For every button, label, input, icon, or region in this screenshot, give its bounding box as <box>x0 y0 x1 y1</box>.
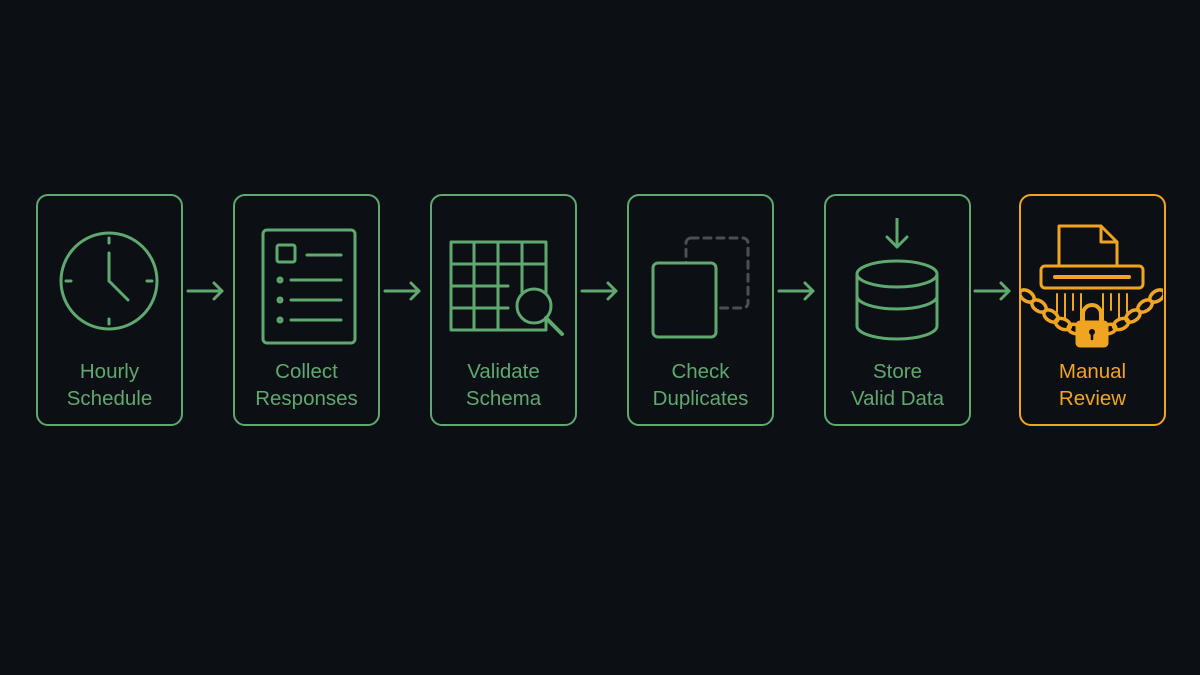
step-label-line2: Responses <box>255 387 358 410</box>
step-label-line1: Manual <box>1058 360 1127 383</box>
arrow-right-icon <box>381 279 425 303</box>
step-label: Collect Responses <box>235 358 378 412</box>
step-label: Hourly Schedule <box>38 358 181 412</box>
step-label-line2: Schedule <box>66 387 153 410</box>
step-check-duplicates: Check Duplicates <box>627 194 774 426</box>
step-label-line1: Check <box>671 360 730 383</box>
step-label: Validate Schema <box>432 358 575 412</box>
arrow-right-icon <box>775 279 819 303</box>
step-validate-schema: Validate Schema <box>430 194 577 426</box>
step-label-line1: Collect <box>275 360 338 383</box>
step-manual-review: Manual Review <box>1019 194 1166 426</box>
step-label-line1: Hourly <box>79 360 140 383</box>
arrow-right-icon <box>971 279 1015 303</box>
form-list-icon <box>235 218 377 348</box>
step-label: Check Duplicates <box>629 358 772 412</box>
step-label-line2: Schema <box>465 387 542 410</box>
step-store-valid-data: Store Valid Data <box>824 194 971 426</box>
arrow-right-icon <box>184 279 228 303</box>
database-download-icon <box>826 218 968 348</box>
step-label-line1: Validate <box>467 360 540 383</box>
arrow-right-icon <box>578 279 622 303</box>
duplicate-pages-icon <box>629 218 771 348</box>
step-label-line2: Review <box>1058 387 1127 410</box>
step-collect-responses: Collect Responses <box>233 194 380 426</box>
clock-icon <box>38 218 180 348</box>
step-label-line1: Store <box>873 360 922 383</box>
table-search-icon <box>432 218 574 348</box>
step-label-line2: Duplicates <box>652 387 749 410</box>
step-label: Store Valid Data <box>826 358 969 412</box>
shredder-chain-lock-icon <box>1021 218 1163 348</box>
step-label-line2: Valid Data <box>850 387 945 410</box>
step-hourly-schedule: Hourly Schedule <box>36 194 183 426</box>
step-label: Manual Review <box>1021 358 1164 412</box>
